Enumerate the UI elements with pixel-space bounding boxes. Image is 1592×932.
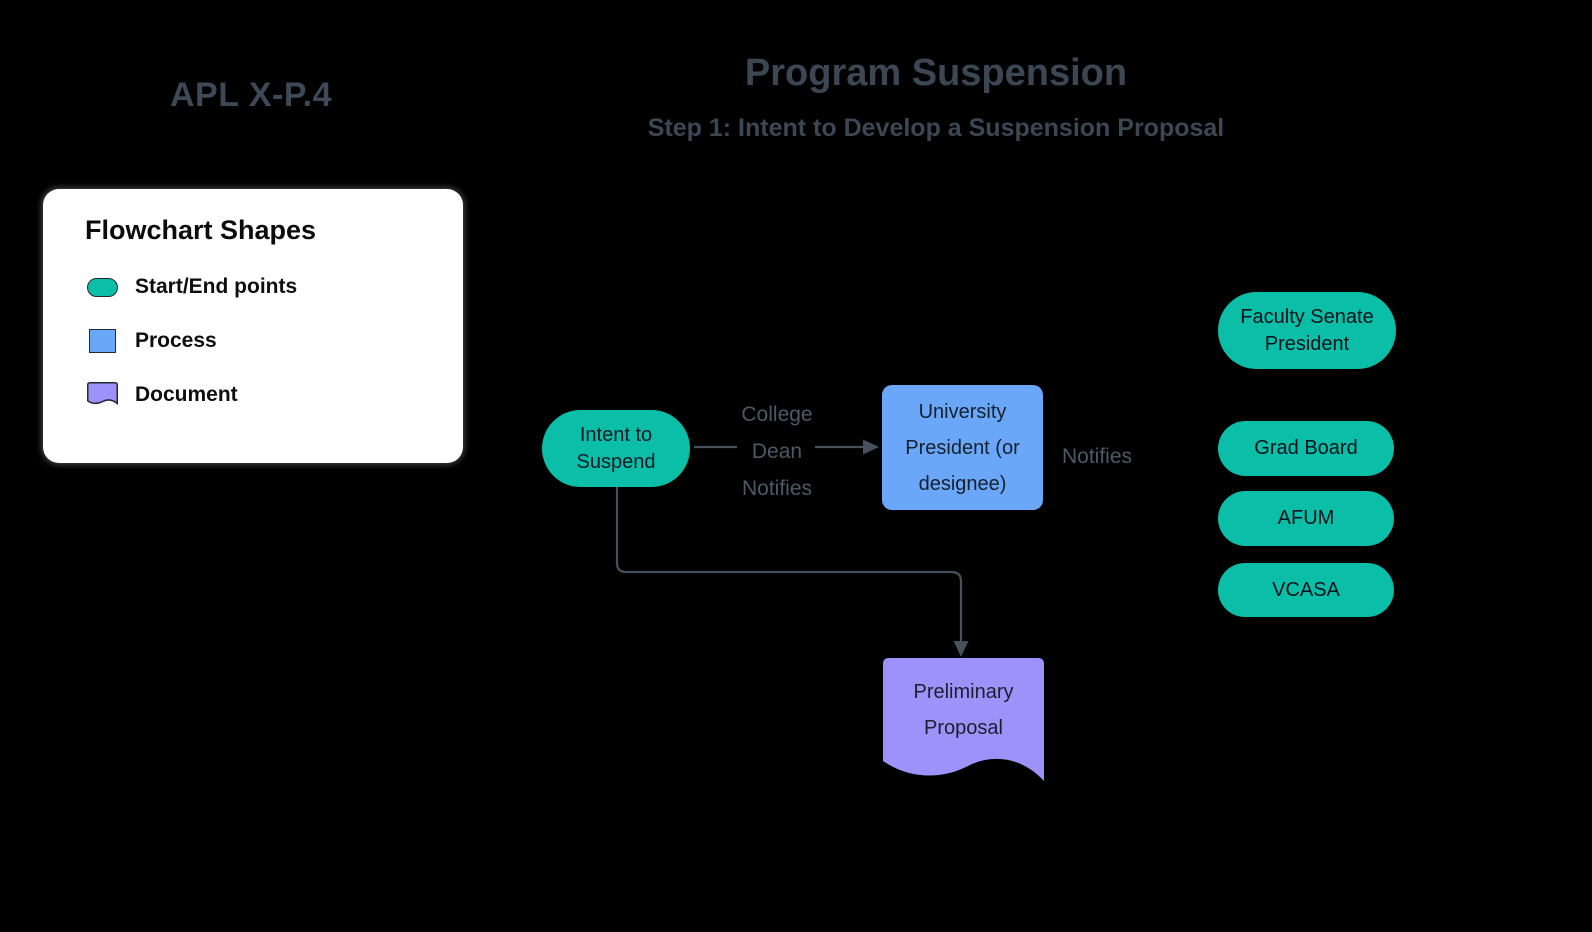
policy-code: APL X-P.4 bbox=[170, 76, 332, 114]
node-afum: AFUM bbox=[1218, 491, 1394, 546]
edge-label-college-dean-notifies: College Dean Notifies bbox=[741, 403, 813, 500]
document-shape bbox=[883, 658, 1044, 781]
legend-icon-box bbox=[87, 277, 121, 297]
node-vcasa: VCASA bbox=[1218, 563, 1394, 617]
edge-label-notifies: Notifies bbox=[1062, 445, 1133, 468]
legend-item-start-end: Start/End points bbox=[87, 272, 297, 302]
start-end-shape-icon bbox=[87, 277, 118, 297]
legend-item-process: Process bbox=[87, 326, 217, 356]
legend-item-label: Document bbox=[135, 383, 238, 406]
node-faculty-senate-president: Faculty Senate President bbox=[1218, 292, 1396, 369]
node-preliminary-proposal-label: Preliminary Proposal bbox=[913, 681, 1014, 739]
legend-item-document: Document bbox=[87, 380, 238, 410]
legend-title: Flowchart Shapes bbox=[85, 215, 317, 245]
title-block: Program Suspension Step 1: Intent to Dev… bbox=[648, 50, 1224, 143]
node-intent-to-suspend: Intent to Suspend bbox=[542, 410, 690, 487]
page-title: Program Suspension bbox=[744, 52, 1128, 94]
legend-card: Flowchart Shapes Start/End points Proces… bbox=[43, 189, 463, 463]
edge-intent-to-preliminary bbox=[615, 487, 963, 641]
node-grad-board: Grad Board bbox=[1218, 421, 1394, 476]
legend-item-label: Process bbox=[135, 329, 217, 352]
page-subtitle: Step 1: Intent to Develop a Suspension P… bbox=[647, 114, 1225, 142]
legend-icon-box bbox=[87, 382, 121, 408]
arrowhead-down-icon bbox=[953, 641, 969, 657]
legend-item-label: Start/End points bbox=[135, 275, 298, 298]
process-shape-icon bbox=[89, 329, 116, 353]
node-university-president: University President (or designee) bbox=[882, 385, 1043, 510]
legend-icon-box bbox=[87, 329, 121, 353]
node-preliminary-proposal: Preliminary Proposal bbox=[883, 658, 1044, 784]
document-shape-icon bbox=[87, 382, 118, 406]
arrowhead-right-icon bbox=[863, 439, 879, 455]
